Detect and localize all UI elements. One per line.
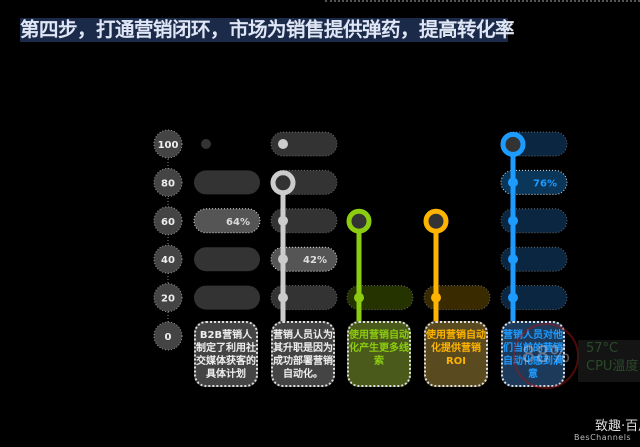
bar-node (278, 215, 288, 226)
bar-pill (270, 208, 338, 234)
bar-top-ring (423, 208, 449, 234)
axis-tick-label: 0 (165, 332, 172, 343)
cpu-widget: 57°C CPU温度 (578, 340, 640, 382)
top-divider (325, 0, 640, 2)
bar-node (508, 292, 518, 303)
axis-tick-circle (153, 283, 183, 313)
bar-pill (193, 208, 261, 234)
axis-tick-circle (153, 129, 183, 159)
bar-marker (201, 139, 211, 149)
data-label: 76% (533, 178, 557, 189)
bar-top-ring (270, 170, 296, 196)
bar-node (508, 177, 518, 188)
axis-tick-label: 60 (161, 217, 175, 228)
axis-tick-circle (153, 167, 183, 197)
logo: 致趣·百川 (595, 419, 640, 434)
data-label: 42% (303, 255, 327, 266)
bar-node (278, 292, 288, 303)
bar-top-ring (500, 131, 526, 157)
axis-tick-circle (153, 321, 183, 351)
category-box: B2B营销人制定了利用社交媒体获客的具体计划 (194, 321, 258, 387)
bar-pill (194, 247, 260, 272)
logo-sub: BesChannels (574, 433, 632, 442)
gauge-overlay: 88% (513, 323, 579, 389)
bar-pill (270, 246, 338, 272)
bar-pill (500, 246, 568, 272)
bar-pill (500, 169, 568, 195)
cpu-temp: 57°C (586, 341, 619, 356)
cpu-label: CPU温度 (586, 359, 639, 374)
bar-node (278, 254, 288, 265)
axis-tick-label: 20 (161, 294, 175, 305)
axis-tick-label: 40 (161, 255, 175, 266)
bar-pill (270, 131, 338, 157)
data-label: 64% (226, 217, 250, 228)
bar-pill (194, 285, 260, 310)
bar-top-ring (346, 208, 372, 234)
category-box: 营销人员认为其升职是因为成功部署营销自动化。 (271, 321, 335, 387)
bar-node (431, 292, 441, 303)
category-box: 使用营销自动化提供营销ROI (424, 321, 488, 387)
bar-node (508, 215, 518, 226)
bar-node (354, 292, 364, 303)
bar-node (278, 139, 288, 149)
bar-pill (500, 208, 568, 234)
bar-node (508, 254, 518, 265)
bar-pill (270, 285, 338, 311)
category-box: 使用营销自动化产生更多线索 (347, 321, 411, 387)
page-title: 第四步，打通营销闭环，市场为销售提供弹药，提高转化率 (20, 18, 515, 42)
axis-tick-label: 80 (161, 178, 175, 189)
bar-pill (500, 285, 568, 311)
bar-pill (194, 170, 260, 195)
axis-tick-circle (153, 206, 183, 236)
axis-tick-circle (153, 244, 183, 274)
bar-pill (346, 285, 414, 311)
axis-tick-label: 100 (158, 140, 179, 151)
bar-pill (423, 285, 491, 311)
